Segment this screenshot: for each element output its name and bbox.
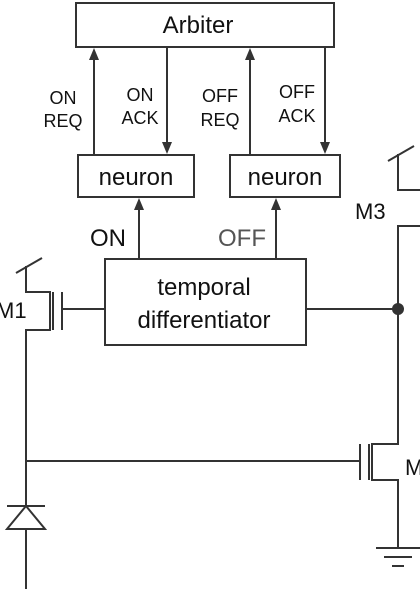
off-ack-label-1: OFF <box>279 82 315 102</box>
on-req-label-2: REQ <box>43 111 82 131</box>
arbiter-box <box>75 2 335 48</box>
off-output-label: OFF <box>218 225 266 252</box>
neuron-off-box <box>229 154 341 198</box>
on-output-arrowhead <box>134 198 144 210</box>
on-ack-arrowhead <box>162 142 172 154</box>
diode-triangle <box>4 504 48 530</box>
m1-label: M1 <box>0 298 27 323</box>
neuron-off-label: neuron <box>248 164 323 191</box>
on-output-label: ON <box>90 225 126 252</box>
off-output-arrowhead <box>271 198 281 210</box>
temporal-differentiator-box <box>104 258 307 346</box>
on-ack-label-2: ACK <box>121 108 158 128</box>
m3-label: M3 <box>355 199 386 224</box>
arbiter-label: Arbiter <box>163 12 234 39</box>
neuron-on-label: neuron <box>99 164 174 191</box>
m3-lower-wire <box>371 225 420 548</box>
off-ack-label-2: ACK <box>278 106 315 126</box>
neuron-on-box <box>77 154 195 198</box>
differentiator-label: differentiator <box>138 307 271 334</box>
off-req-label-2: REQ <box>200 110 239 130</box>
temporal-label: temporal <box>157 274 250 301</box>
on-req-label-1: ON <box>50 88 77 108</box>
on-ack-label-1: ON <box>127 85 154 105</box>
m-right-label: M <box>405 455 420 480</box>
m1-drain-wire <box>25 266 51 589</box>
off-req-label-1: OFF <box>202 86 238 106</box>
on-req-arrowhead <box>89 48 99 60</box>
m3-supply-slash <box>387 145 415 162</box>
m3-wire <box>397 154 420 191</box>
off-req-arrowhead <box>245 48 255 60</box>
m1-supply-slash <box>15 257 43 274</box>
junction-dot <box>392 303 404 315</box>
off-ack-arrowhead <box>320 142 330 154</box>
